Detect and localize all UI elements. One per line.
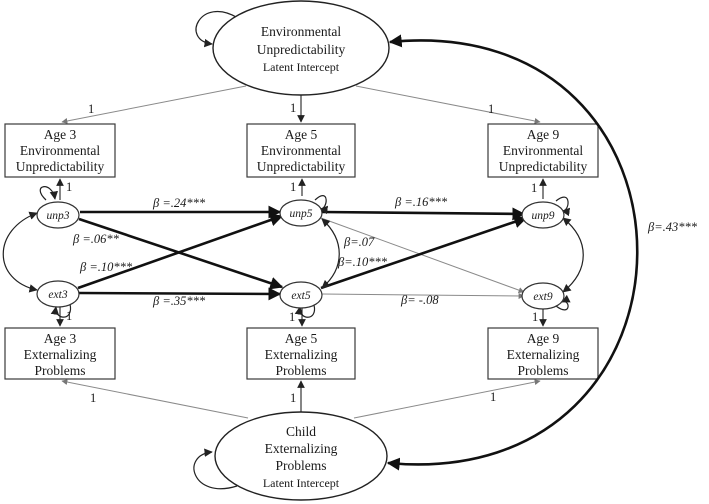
latent-bottom-line3: Problems (275, 458, 326, 473)
box-ext-age3-l2: Problems (34, 363, 85, 378)
box-ext-age5-age: Age 5 (285, 331, 318, 346)
residual-label-unp9: 1 (531, 181, 537, 195)
node-ext9-variance (555, 294, 571, 311)
latent-environmental-unpredictability: Environmental Unpredictability Latent In… (195, 0, 390, 96)
loading-label-top-age5: 1 (290, 101, 296, 115)
box-ext-age3-l1: Externalizing (24, 347, 97, 362)
box-ext-age5-l2: Problems (275, 363, 326, 378)
node-ext5-label: ext5 (291, 290, 310, 302)
loading-label-bottom-age9: 1 (490, 390, 496, 404)
latent-bottom-line2: Externalizing (265, 441, 338, 456)
node-unp9-label: unp9 (532, 210, 555, 222)
latent-top-line3: Latent Intercept (263, 60, 340, 74)
box-unp-age3-age: Age 3 (44, 127, 77, 142)
box-unp-age9-age: Age 9 (527, 127, 560, 142)
coef-unp5-ext9: β=.07 (343, 235, 375, 249)
box-ext-age9: Age 9 Externalizing Problems (487, 327, 599, 380)
loading-bottom-age3 (61, 379, 249, 419)
path-unp5-ext9 (320, 217, 525, 293)
latent-top-line2: Unpredictability (257, 42, 346, 57)
loading-top-age3 (61, 85, 247, 124)
box-unp-age5-l1: Environmental (261, 143, 341, 158)
node-unp5: unp5 (279, 195, 329, 227)
latent-bottom-line1: Child (286, 424, 316, 439)
box-unp-age3-l2: Unpredictability (16, 159, 105, 174)
latent-top-variance-arrow (195, 11, 239, 48)
box-ext-age5-l1: Externalizing (265, 347, 338, 362)
box-unp-age5-l2: Unpredictability (257, 159, 346, 174)
box-ext-age5: Age 5 Externalizing Problems (246, 327, 356, 380)
path-ext3-unp5 (77, 213, 284, 290)
residual-label-unp5: 1 (290, 180, 296, 194)
coef-unp3-unp5: β =.24*** (152, 196, 206, 210)
coef-unp5-unp9: β =.16*** (394, 195, 448, 209)
residual-label-ext3: 1 (66, 309, 72, 323)
node-unp9: unp9 (521, 196, 571, 229)
box-ext-age9-l2: Problems (517, 363, 568, 378)
coef-ext5-unp9: β=.10*** (337, 255, 388, 269)
box-ext-age9-l1: Externalizing (507, 347, 580, 362)
coef-ext3-unp5: β =.10*** (79, 260, 133, 274)
cov-unp9-ext9 (562, 217, 584, 293)
node-unp5-variance (314, 195, 329, 215)
latent-bottom-line4: Latent Intercept (263, 476, 340, 490)
box-ext-age3: Age 3 Externalizing Problems (4, 327, 116, 380)
path-ext5-unp9 (320, 215, 528, 290)
box-ext-age3-age: Age 3 (44, 331, 77, 346)
node-ext5: ext5 (279, 281, 323, 318)
loading-label-top-age3: 1 (88, 102, 94, 116)
path-unp5-unp9 (321, 207, 526, 221)
cov-unp3-ext3 (2, 211, 38, 293)
coef-ext3-ext5: β =.35*** (152, 294, 206, 308)
coef-ext5-ext9: β= -.08 (400, 293, 439, 307)
loading-label-bottom-age3: 1 (90, 391, 96, 405)
path-ext3-ext5 (78, 287, 282, 301)
node-ext9: ext9 (521, 282, 571, 311)
node-unp3: unp3 (36, 186, 80, 229)
residual-label-unp3: 1 (66, 180, 72, 194)
box-unp-age5-age: Age 5 (285, 127, 318, 142)
loading-bottom-age9 (353, 379, 541, 419)
node-ext5-variance (294, 304, 316, 318)
path-ext5-ext9 (321, 292, 525, 299)
loading-label-top-age9: 1 (488, 102, 494, 116)
residual-label-ext9: 1 (532, 310, 538, 324)
residual-label-ext5: 1 (289, 310, 295, 324)
coef-unp3-ext5: β =.06** (72, 232, 120, 246)
box-ext-age9-age: Age 9 (527, 331, 560, 346)
box-unp-age5: Age 5 Environmental Unpredictability (246, 123, 356, 178)
latent-bottom-variance-arrow (193, 448, 238, 490)
box-unp-age3: Age 3 Environmental Unpredictability (4, 123, 116, 178)
node-ext3-variance (50, 303, 72, 318)
node-unp5-label: unp5 (290, 208, 313, 220)
node-unp9-variance (555, 196, 571, 217)
loading-top-age9 (355, 85, 541, 124)
loading-label-bottom-age5: 1 (290, 391, 296, 405)
node-unp3-variance (39, 186, 58, 201)
latent-child-externalizing: Child Externalizing Problems Latent Inte… (193, 411, 388, 501)
cov-latent-intercepts (386, 34, 639, 471)
latent-top-line1: Environmental (261, 24, 341, 39)
node-unp3-label: unp3 (47, 210, 70, 222)
node-ext9-label: ext9 (533, 291, 552, 303)
node-ext3-label: ext3 (48, 289, 67, 301)
box-unp-age9-l1: Environmental (503, 143, 583, 158)
box-unp-age9: Age 9 Environmental Unpredictability (487, 123, 599, 178)
node-ext3: ext3 (36, 280, 80, 318)
box-unp-age3-l1: Environmental (20, 143, 100, 158)
box-unp-age9-l2: Unpredictability (499, 159, 588, 174)
coef-latent-cov: β=.43*** (647, 220, 698, 234)
cov-unp5-ext5 (321, 218, 340, 289)
